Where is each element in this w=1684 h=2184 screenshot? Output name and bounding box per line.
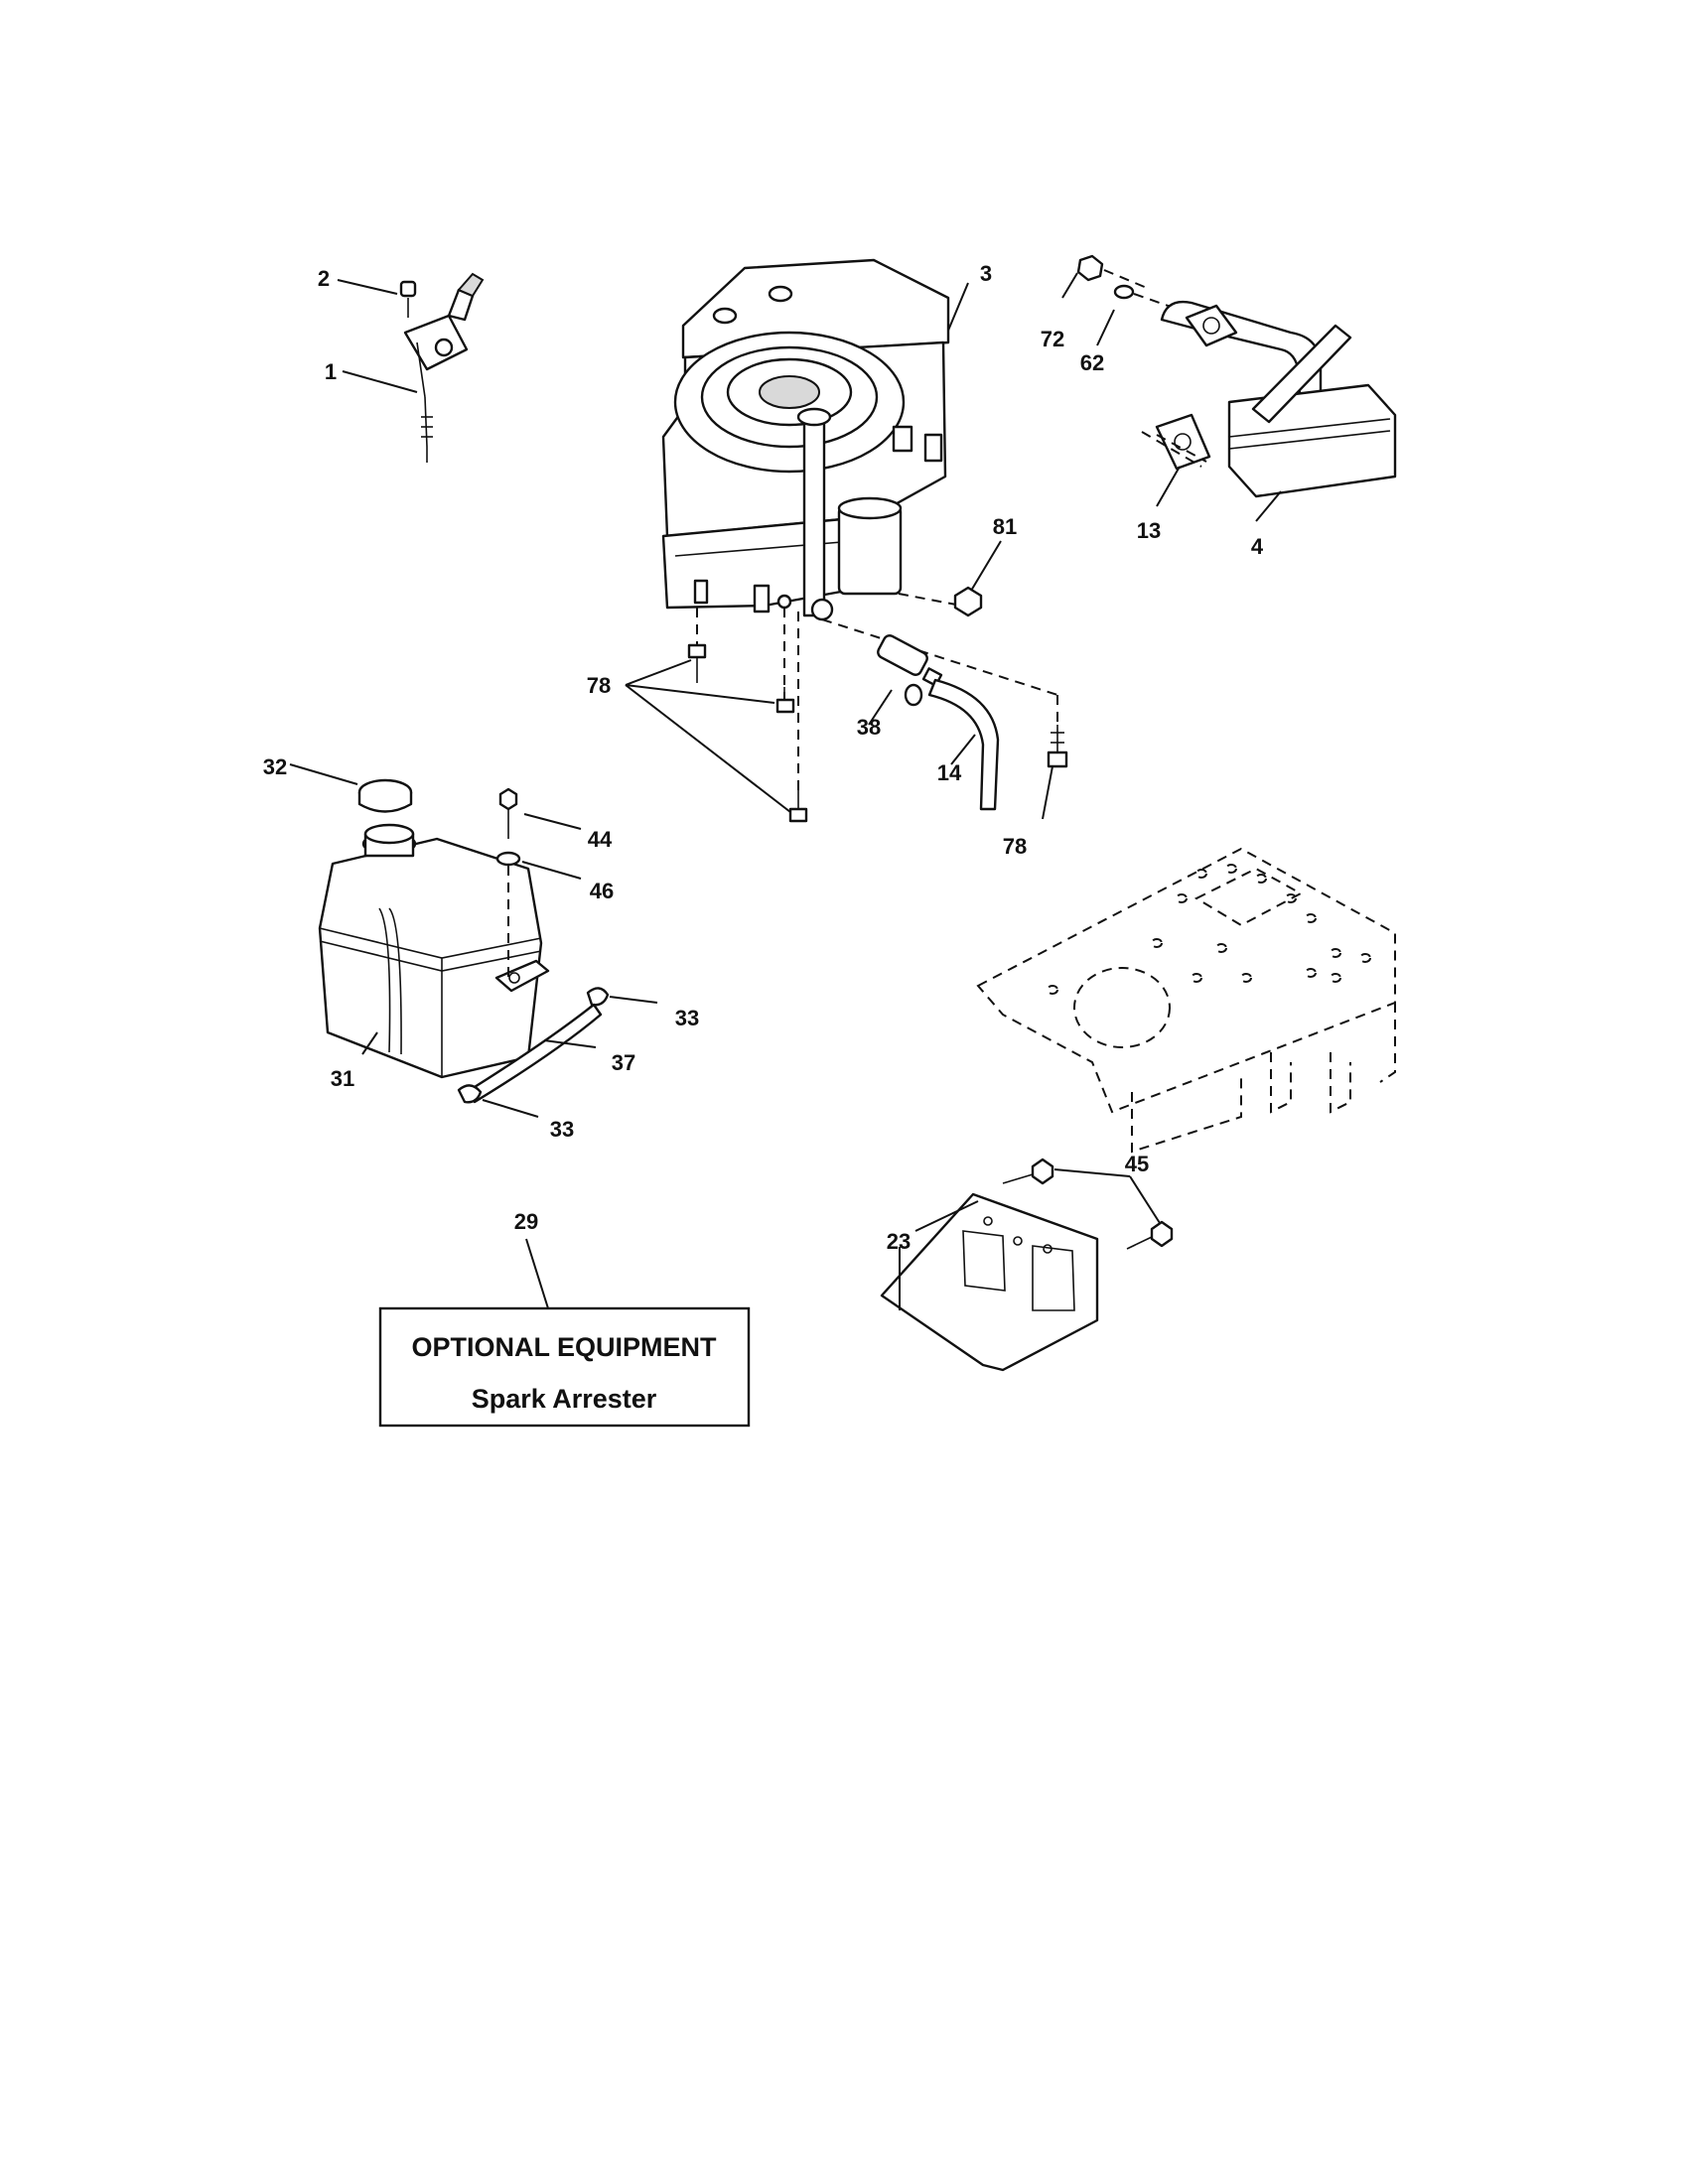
- callout-14: 14: [937, 760, 962, 785]
- callout-81: 81: [993, 514, 1017, 539]
- drain-valve-and-hose: [868, 634, 1000, 811]
- callout-23: 23: [887, 1229, 911, 1254]
- nut-81: [953, 540, 1002, 617]
- callout-45: 45: [1125, 1152, 1149, 1176]
- callout-1: 1: [325, 359, 337, 384]
- callout-46: 46: [590, 879, 614, 903]
- callout-78-left: 78: [587, 673, 611, 698]
- callout-62: 62: [1080, 350, 1104, 375]
- engine-bolt-guides: [696, 593, 1058, 794]
- callout-72: 72: [1041, 327, 1064, 351]
- callout-2: 2: [318, 266, 330, 291]
- callout-labels: 2 1 3 72 62 13 4 81 78 38 14 78 32 44 46…: [263, 261, 1264, 1254]
- chassis-holes: [1047, 864, 1371, 995]
- callout-29: 29: [514, 1209, 538, 1234]
- callout-38: 38: [857, 715, 881, 740]
- fuel-tank-assembly: [289, 763, 658, 1118]
- engine-bolts: [625, 643, 1068, 823]
- muffler-assembly: [1061, 254, 1397, 522]
- heat-shield-assembly: [880, 1158, 1174, 1372]
- callout-33-bottom: 33: [550, 1117, 574, 1142]
- callout-31: 31: [331, 1066, 354, 1091]
- callout-33-top: 33: [675, 1006, 699, 1030]
- optional-equipment-box: OPTIONAL EQUIPMENT Spark Arrester: [378, 1238, 751, 1428]
- callout-37: 37: [612, 1050, 635, 1075]
- chassis-frame: [976, 847, 1396, 1154]
- spark-arrester-label: Spark Arrester: [472, 1384, 657, 1414]
- callout-44: 44: [588, 827, 613, 852]
- callout-3: 3: [980, 261, 992, 286]
- optional-equipment-title: OPTIONAL EQUIPMENT: [411, 1332, 717, 1362]
- callout-13: 13: [1137, 518, 1161, 543]
- throttle-control: [337, 272, 485, 463]
- callout-78-right: 78: [1003, 834, 1027, 859]
- engine: [661, 258, 969, 621]
- callout-32: 32: [263, 754, 287, 779]
- callout-4: 4: [1251, 534, 1264, 559]
